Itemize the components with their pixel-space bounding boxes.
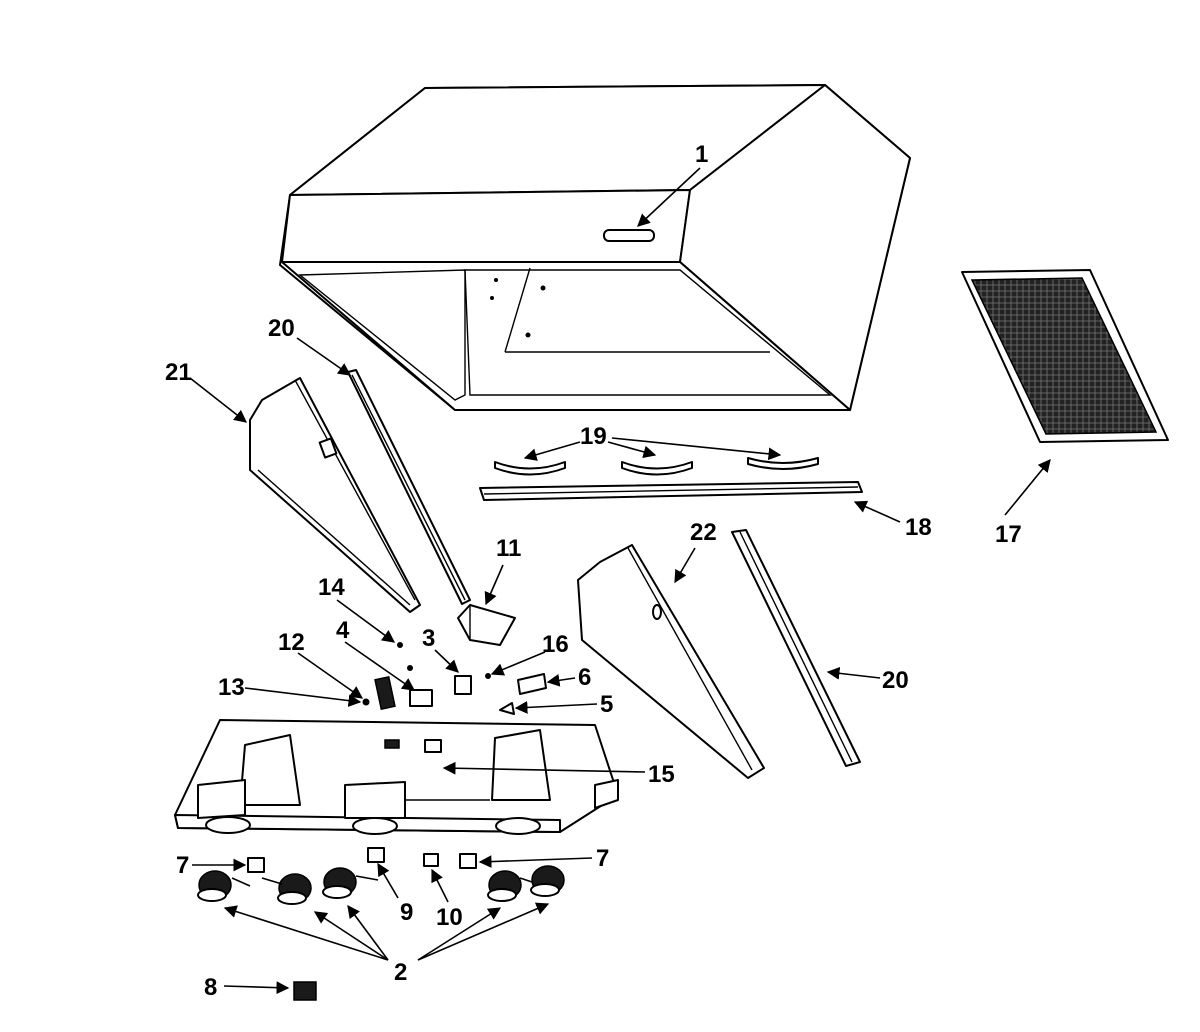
callout-16: 16 <box>542 631 569 658</box>
callout-7-right: 7 <box>596 845 609 872</box>
callout-17: 17 <box>995 521 1022 548</box>
callout-18: 18 <box>905 514 932 541</box>
callout-21: 21 <box>165 359 192 386</box>
callout-6: 6 <box>578 664 591 691</box>
callout-8: 8 <box>204 974 217 1001</box>
callout-7-left: 7 <box>176 852 189 879</box>
blower-housing <box>174 719 619 835</box>
callout-20-top: 20 <box>268 315 295 342</box>
callout-19: 19 <box>580 423 607 450</box>
leader-lines <box>189 167 1051 995</box>
callout-5: 5 <box>600 691 613 718</box>
side-panel-left <box>249 377 421 613</box>
callout-labels: 1 20 21 19 18 17 11 22 14 4 3 16 12 6 13… <box>165 141 1022 1001</box>
callout-1: 1 <box>695 141 708 168</box>
side-panel-right <box>577 544 765 779</box>
callout-14: 14 <box>318 574 345 601</box>
callout-9: 9 <box>400 899 413 926</box>
filter-rail-left <box>347 369 471 605</box>
callout-22: 22 <box>690 519 717 546</box>
callout-20-right: 20 <box>882 667 909 694</box>
small-components <box>362 642 547 772</box>
callout-4: 4 <box>336 617 350 644</box>
switch-bracket <box>457 604 516 646</box>
light-switch <box>293 981 317 1001</box>
callout-2: 2 <box>394 959 407 986</box>
hood-canopy <box>279 84 911 411</box>
callout-13: 13 <box>218 674 245 701</box>
control-knobs <box>197 865 565 905</box>
callout-11: 11 <box>496 535 521 562</box>
callout-15: 15 <box>648 761 675 788</box>
front-rail <box>479 481 863 501</box>
callout-12: 12 <box>278 629 305 656</box>
filter-rail-right <box>731 529 861 767</box>
grease-filter <box>961 269 1169 443</box>
filter-clips <box>494 457 819 476</box>
callout-3: 3 <box>422 625 435 652</box>
switch-buttons <box>247 847 477 873</box>
callout-10: 10 <box>436 904 463 931</box>
